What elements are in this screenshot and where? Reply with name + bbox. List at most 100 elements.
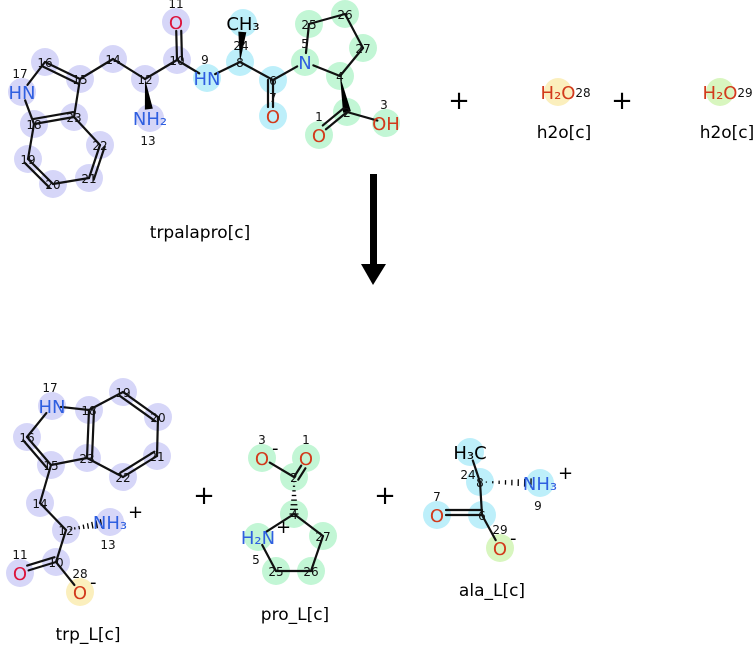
- atom-number: 20: [150, 411, 165, 425]
- bond: [312, 64, 342, 78]
- bond: [264, 512, 296, 534]
- atom-number: 26: [337, 8, 352, 22]
- atom-number: 22: [115, 471, 130, 485]
- atom-number: 7: [269, 91, 277, 105]
- atom-highlight-5: [244, 523, 272, 551]
- plus-sign: +: [193, 481, 215, 511]
- hash-bond-line: [99, 519, 103, 529]
- wedge-bond: [340, 76, 351, 113]
- bond: [261, 543, 278, 573]
- bond: [27, 560, 58, 572]
- atom-highlights: [544, 78, 572, 106]
- atom-number: 12: [58, 524, 73, 538]
- atom-number: 23: [79, 452, 94, 466]
- atom-highlight-9: [526, 469, 554, 497]
- atom-highlight-9: [193, 64, 221, 92]
- bond: [121, 390, 160, 419]
- wedge-bond: [144, 79, 153, 110]
- bond: [213, 60, 242, 76]
- atom-highlights: [8, 0, 400, 198]
- atom-number: 19: [115, 386, 130, 400]
- atom-highlights: [706, 78, 734, 106]
- atom-number: 27: [315, 530, 330, 544]
- atom-number: 29: [492, 523, 507, 537]
- bond: [121, 454, 159, 479]
- atom-symbol: O: [255, 449, 269, 470]
- atom-symbol: O: [266, 107, 280, 128]
- bond: [26, 122, 36, 161]
- bond: [238, 60, 275, 82]
- wedge-bond: [238, 31, 247, 62]
- atom-number: 11: [168, 0, 183, 11]
- atom-number: 15: [43, 459, 58, 473]
- double-bond-line: [90, 409, 96, 460]
- bond: [25, 435, 53, 467]
- atom-highlight-3: [248, 444, 276, 472]
- atom-number: 14: [105, 53, 120, 67]
- atom-highlight-24: [229, 9, 257, 37]
- bond: [345, 110, 379, 122]
- atom-highlight-13: [136, 104, 164, 132]
- bond: [338, 46, 365, 78]
- molecule-name: h2o[c]: [537, 123, 592, 143]
- atom-highlight-11: [162, 8, 190, 36]
- atom-symbol: OH: [372, 114, 400, 135]
- bond: [143, 58, 179, 81]
- atom-number: 13: [100, 538, 115, 552]
- atom-number: 16: [37, 56, 52, 70]
- atom-highlight-3: [372, 109, 400, 137]
- bond: [43, 60, 82, 81]
- atom-number: 21: [81, 172, 96, 186]
- atom-number: 28: [575, 86, 590, 100]
- atom-number: 2: [290, 471, 298, 485]
- bond: [304, 22, 311, 55]
- atom-number: 24: [233, 39, 248, 53]
- bond: [309, 534, 325, 573]
- double-bond-line: [23, 161, 51, 189]
- plus-sign: +: [374, 481, 396, 511]
- atom-symbol: O: [493, 539, 507, 560]
- atom-number: 6: [269, 74, 277, 88]
- bond: [87, 143, 102, 180]
- double-bond-line: [32, 110, 75, 121]
- atom-number: 21: [149, 450, 164, 464]
- bond: [26, 157, 55, 186]
- atom-symbol: H₂N: [241, 528, 275, 549]
- double-bond-line: [92, 145, 106, 181]
- bond: [175, 29, 179, 62]
- molecule-name: trp_L[c]: [55, 625, 120, 645]
- atom-number: 15: [72, 73, 87, 87]
- bond: [25, 411, 48, 439]
- atom-number: 22: [92, 139, 107, 153]
- atom-number: 10: [48, 556, 63, 570]
- molecule-name: pro_L[c]: [261, 605, 329, 625]
- atom-number: 17: [12, 67, 27, 81]
- bond: [155, 415, 160, 458]
- atom-number: 26: [303, 565, 318, 579]
- double-bond-line: [297, 467, 307, 481]
- atom-highlight-28: [544, 78, 572, 106]
- bonds: [444, 459, 532, 542]
- atom-symbol: H₂O: [541, 83, 576, 104]
- atom-number: 5: [252, 553, 260, 567]
- atom-highlight-29: [486, 534, 514, 562]
- atom-symbol: HN: [39, 397, 66, 418]
- bond: [32, 115, 76, 126]
- atom-symbol: H₂O: [703, 83, 738, 104]
- atom-symbol: H₃C: [453, 443, 486, 464]
- bond: [38, 463, 53, 505]
- atom-number: 17: [42, 381, 57, 395]
- atom-number: 5: [301, 37, 309, 51]
- hash-bond-line: [91, 521, 94, 529]
- atom-number: 1: [302, 433, 310, 447]
- molecule-name: h2o[c]: [700, 123, 755, 143]
- bond: [175, 58, 201, 75]
- double-bond-line: [22, 439, 49, 470]
- atom-number: 29: [737, 86, 752, 100]
- hash-bond-line: [86, 523, 90, 529]
- atom-number: 16: [19, 431, 34, 445]
